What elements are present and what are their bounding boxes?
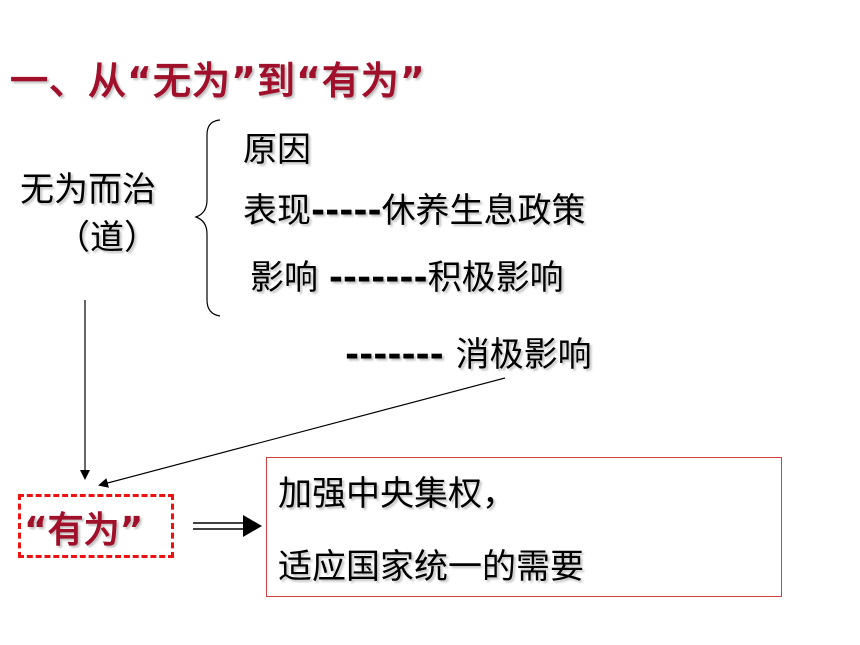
performance-label: 表现 (243, 191, 311, 231)
performance-value: 休养生息政策 (381, 191, 586, 231)
double-arrow (193, 515, 262, 537)
influence-label: 影响 (250, 258, 329, 298)
result-box (266, 457, 782, 597)
youwei-box (18, 494, 174, 558)
result-line-2: 适应国家统一的需要 (278, 547, 584, 587)
brace-shape (194, 119, 221, 317)
influence-negative: 消极影响 (455, 335, 592, 375)
influence-item: 影响 -------积极影响 (250, 250, 564, 299)
reason-item: 原因 (243, 130, 311, 170)
dao-label: （道） (56, 218, 158, 258)
result-line-1: 加强中央集权， (278, 474, 516, 514)
performance-item: 表现-----休养生息政策 (243, 183, 586, 232)
diagonal-arrow (98, 377, 506, 488)
influence-dashes: ------- (328, 258, 428, 298)
negative-item: ------- 消极影响 (345, 327, 592, 376)
influence-positive: 积极影响 (427, 258, 564, 298)
negative-dashes: ------- (345, 335, 456, 375)
wuwei-label: 无为而治 (20, 170, 156, 210)
page-title: 一、从“无为”到“有为” (10, 59, 426, 103)
performance-dashes: ----- (311, 191, 382, 231)
youwei-label: “有为” (24, 510, 144, 551)
